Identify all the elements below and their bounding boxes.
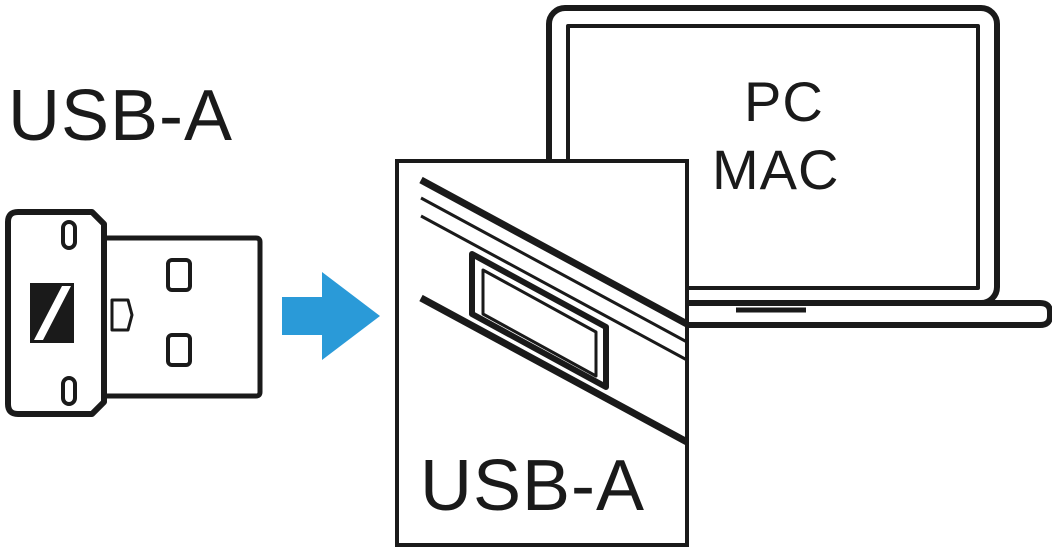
sennheiser-s-logo: [30, 283, 74, 343]
usb-port-detail: [395, 159, 689, 547]
usb-dongle-icon: [5, 209, 263, 417]
laptop-screen: [566, 24, 980, 290]
dongle-notch: [61, 376, 77, 406]
dongle-pin-hole: [166, 258, 192, 292]
dongle-usb-label: USB-A: [8, 76, 234, 156]
right-arrow-icon: [282, 272, 380, 360]
port-usb-label: USB-A: [420, 446, 646, 526]
laptop-icon: [546, 5, 1052, 328]
usb-port-slot: [469, 251, 609, 390]
dongle-connector: [104, 235, 263, 399]
computer-label-mac: MAC: [712, 138, 840, 201]
dongle-pin-hole: [166, 333, 192, 367]
dongle-notch: [61, 220, 77, 250]
computer-label-pc: PC: [744, 70, 824, 133]
dongle-latch: [110, 298, 134, 332]
laptop-base: [686, 300, 1052, 328]
